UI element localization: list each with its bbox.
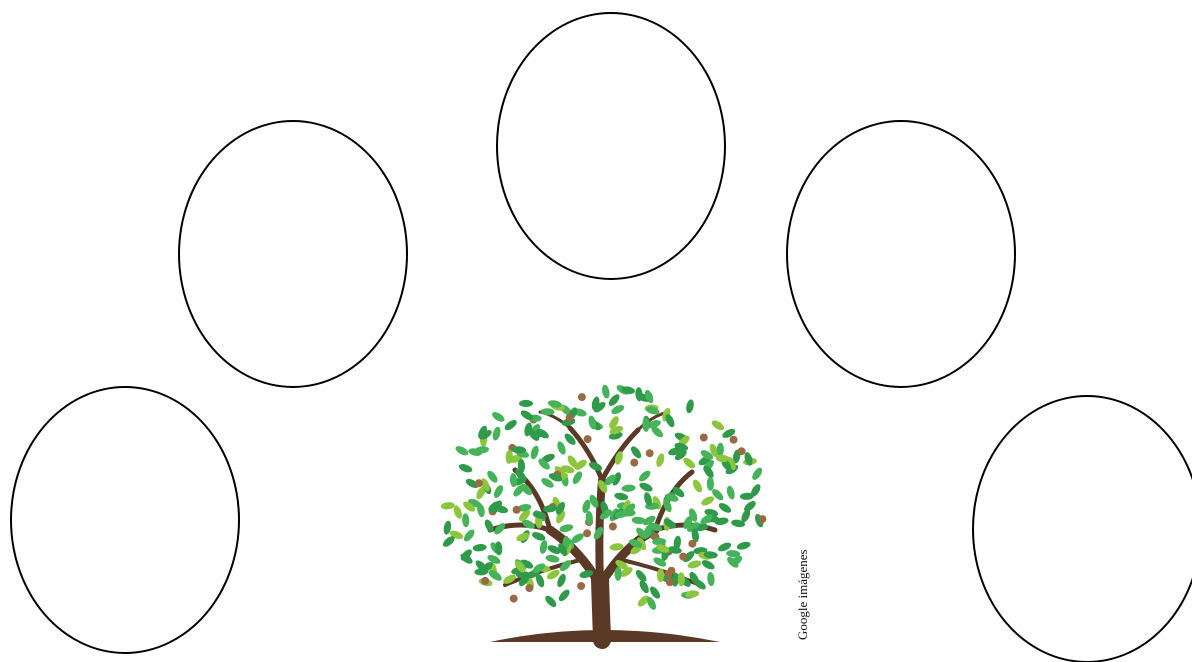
tree-icon bbox=[430, 380, 775, 650]
empty-oval-frame-bottom-right[interactable] bbox=[972, 395, 1192, 662]
empty-oval-frame-upper-left[interactable] bbox=[178, 120, 408, 388]
empty-oval-frame-bottom-left[interactable] bbox=[10, 386, 240, 654]
image-credit-caption: Google imágenes bbox=[795, 520, 819, 640]
empty-oval-frame-upper-right[interactable] bbox=[786, 120, 1016, 388]
empty-oval-frame-top-center[interactable] bbox=[496, 12, 726, 280]
